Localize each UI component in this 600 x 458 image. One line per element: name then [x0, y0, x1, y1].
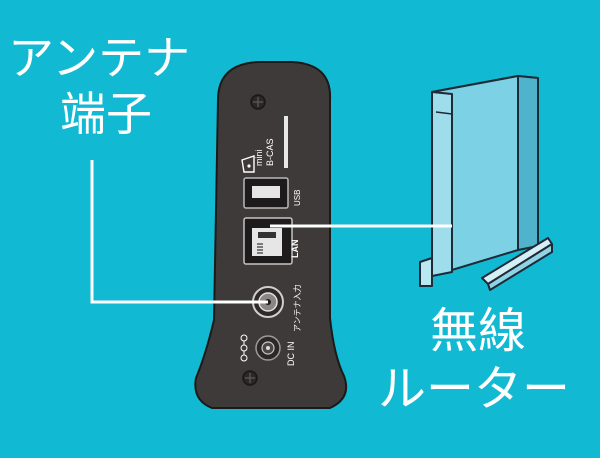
screw-icon: [250, 94, 266, 110]
wireless-router-label-line1: 無線: [430, 303, 527, 359]
antenna-leader-line: [90, 160, 268, 304]
wireless-router: [419, 75, 553, 291]
screw-icon: [242, 370, 258, 386]
wireless-router-callout: 無線 ルーター: [378, 302, 570, 418]
card-slot[interactable]: [284, 116, 288, 168]
card-slot-label: mini B-CAS: [254, 138, 275, 166]
wireless-router-label-line2: ルーター: [378, 361, 571, 417]
tuner-device: mini B-CAS USB LAN アンテナ入力: [194, 61, 348, 409]
antenna-terminal-callout: アンテナ 端子: [8, 30, 190, 142]
lan-label: LAN: [290, 240, 300, 259]
antenna-terminal-label-line1: アンテナ: [8, 31, 191, 85]
usb-label: USB: [293, 190, 302, 206]
polarity-icon: [240, 334, 248, 362]
dc-in-port[interactable]: [255, 335, 281, 361]
dc-in-label: DC IN: [286, 342, 296, 367]
antenna-input-label: アンテナ入力: [292, 284, 302, 332]
antenna-terminal-label-line2: 端子: [60, 87, 152, 141]
card-icon: [241, 155, 255, 173]
